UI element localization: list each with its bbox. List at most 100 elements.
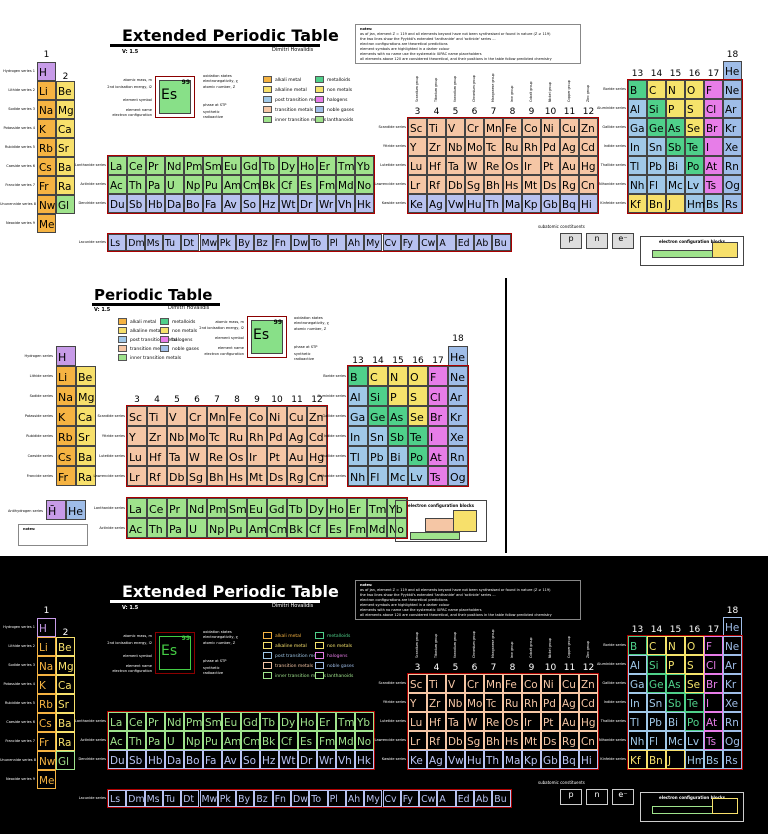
std-legend-label: alkali metal: [130, 320, 157, 325]
ext-dark-element: Cm: [241, 731, 260, 750]
std-title: Periodic Table: [94, 286, 213, 304]
std-legend-label: transition metals: [130, 347, 169, 352]
ext-light-element: J: [666, 194, 685, 213]
ext-light-element-symbol: Eu: [224, 161, 238, 173]
std-element: Co: [247, 406, 267, 426]
ext-light-element: Rn: [723, 156, 742, 175]
std-element-symbol: Tl: [350, 451, 360, 464]
ext-dark-element: Fr: [37, 732, 56, 751]
std-legend-swatch: [118, 354, 127, 361]
ext-light-element: Og: [723, 175, 742, 194]
std-element-symbol: Hg: [309, 451, 325, 464]
ext-light-element: Es: [298, 175, 317, 194]
ext-light-notes-line: elements with no name use the systematic…: [360, 52, 482, 56]
ext-light-element-symbol: Mc: [668, 180, 683, 192]
ext-dark-element: Dr: [298, 750, 317, 769]
ext-light-element: Yb: [355, 156, 374, 175]
ext-light-element-symbol: Ar: [725, 104, 737, 116]
ext-dark-element-symbol: Re: [486, 717, 500, 729]
ext-dark-element-symbol: Sr: [58, 699, 69, 711]
std-key-label-right: radioactive: [294, 357, 315, 361]
ext-light-element: Lu: [408, 156, 427, 175]
ext-light-key-label-right: oxidation states: [203, 74, 232, 78]
ext-dark-element: Zn: [579, 674, 598, 693]
ext-dark-key-label-left: element name: [125, 664, 152, 668]
ext-dark-element: Br: [704, 674, 723, 693]
ext-light-element-symbol: Pr: [148, 161, 159, 173]
ext-dark-element: Fy: [400, 790, 420, 807]
ext-light-subatomic-cell: p: [560, 233, 582, 249]
ext-light-element: Mc: [666, 175, 685, 194]
ext-dark-element-symbol: Zr: [429, 698, 441, 710]
std-element: Si: [368, 386, 388, 406]
ext-light-d-series-label: Scandide series: [378, 125, 406, 129]
ext-dark-element: Rs: [723, 750, 742, 769]
std-key-label-left: electron configuration: [204, 352, 244, 356]
ext-dark-element: Li: [37, 637, 56, 656]
std-element: Au: [287, 446, 307, 466]
ext-light-notes-line: electron configurations are theoretical …: [360, 42, 448, 46]
ext-light-element: Rf: [427, 175, 446, 194]
ext-light-element: Po: [685, 156, 704, 175]
std-element: No: [387, 518, 407, 538]
ext-dark-element: Og: [723, 731, 742, 750]
ext-dark-element: Nh: [628, 731, 647, 750]
std-element-symbol: Lu: [129, 451, 142, 464]
ext-dark-element-symbol: Pr: [148, 717, 159, 729]
ext-dark-element-symbol: Sb: [129, 755, 143, 767]
ext-dark-element: W: [465, 712, 484, 731]
std-element-symbol: As: [390, 411, 404, 424]
ext-light-element: F: [704, 80, 723, 99]
ext-dark-notes-heading: notes:: [360, 583, 373, 587]
ext-light-element: K: [37, 119, 56, 138]
ext-dark-element: Mn: [484, 674, 503, 693]
ext-light-element-symbol: Cl: [706, 104, 717, 116]
std-element-symbol: Mt: [249, 471, 263, 484]
std-element: Ir: [247, 446, 267, 466]
ext-light-element: S: [685, 99, 704, 118]
std-element-symbol: Pu: [229, 523, 243, 536]
std-element: Am: [247, 518, 267, 538]
std-group-number: 13: [352, 356, 364, 366]
std-element-symbol: Ne: [450, 371, 465, 384]
ext-light-element-symbol: Ti: [429, 123, 438, 135]
ext-light-element-symbol: Pd: [543, 142, 556, 154]
ext-dark-d-series-label: Lawrencide series: [374, 738, 406, 742]
ext-light-element-symbol: Ag: [562, 142, 576, 154]
std-element-symbol: Co: [249, 411, 264, 424]
std-p-series-label: Indide series: [323, 434, 346, 438]
ext-light-legend-label: transition metals: [275, 108, 314, 113]
ext-light-element: Tm: [336, 156, 355, 175]
ext-light-element-symbol: C: [649, 85, 657, 97]
std-period-label: Francide series: [26, 474, 53, 478]
ext-light-element: Cv: [382, 234, 401, 251]
ext-dark-key-label-right: phase at STP: [203, 659, 227, 663]
ext-light-element-symbol: Sm: [205, 161, 222, 173]
std-element: Ne: [448, 366, 468, 386]
ext-dark-element: Cv: [382, 790, 401, 807]
std-element-symbol: Tm: [369, 503, 387, 516]
std-element-symbol: Li: [58, 371, 68, 384]
ext-light-element-symbol: Cw: [421, 238, 436, 249]
ext-dark-element-symbol: Bo: [186, 755, 200, 767]
ext-light-element: Gd: [241, 156, 260, 175]
std-element: H̄: [46, 500, 66, 520]
ext-dark-element-symbol: Kr: [725, 679, 737, 691]
std-element: Nd: [187, 498, 207, 518]
ext-light-element-symbol: Pm: [186, 161, 203, 173]
ext-light-element: Y: [408, 137, 427, 156]
ext-dark-legend-item: alkali metal: [263, 632, 301, 639]
ext-light-element: Kr: [723, 118, 742, 137]
std-element-symbol: Pr: [169, 503, 180, 516]
ext-dark-element: P: [666, 655, 685, 674]
ext-light-key-label-right: synthetic: [203, 110, 220, 114]
ext-dark-element-symbol: Fy: [402, 794, 413, 805]
ext-dark-element: Gb: [541, 750, 560, 769]
ext-light-element-symbol: Hu: [467, 199, 482, 211]
ext-light-element: Db: [446, 175, 465, 194]
ext-light-f-series-label: Actinide series: [80, 182, 106, 186]
ext-dark-f-series-label: Lanthanide series: [74, 719, 106, 723]
ext-dark-element: Sb: [127, 750, 146, 769]
ext-light-element-symbol: Pu: [205, 180, 218, 192]
ext-light-element-symbol: Ms: [146, 238, 160, 249]
